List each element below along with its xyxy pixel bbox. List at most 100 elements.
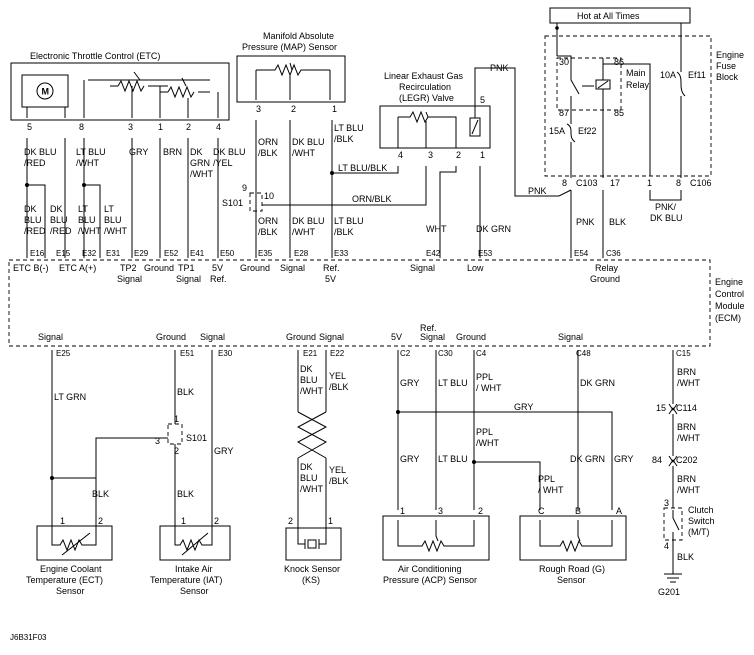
clutch-switch-icon [672,510,680,540]
ect-label-2: Temperature (ECT) [26,575,103,585]
svg-text:2: 2 [288,516,293,526]
svg-text:ORN: ORN [258,137,278,147]
svg-text:DK BLU: DK BLU [24,147,57,157]
svg-text:E42: E42 [426,249,441,258]
svg-text:10A: 10A [660,70,676,80]
fuse-block-label-2: Fuse [716,61,736,71]
svg-text:Ref.: Ref. [420,323,437,333]
svg-text:/BLK: /BLK [329,382,349,392]
svg-text:1: 1 [60,516,65,526]
svg-text:Ef11: Ef11 [688,70,706,80]
svg-text:E51: E51 [180,349,195,358]
fuse-block-label-1: Engine [716,50,744,60]
hot-at-all-times: Hot at All Times [577,11,640,21]
svg-text:E30: E30 [218,349,233,358]
clutch-label-3: (M/T) [688,527,710,537]
svg-text:PNK: PNK [576,217,595,227]
clutch-label-2: Switch [688,516,715,526]
ecm-label-1: Engine [715,277,743,287]
svg-text:BLU: BLU [300,375,318,385]
svg-text:BLU: BLU [104,215,122,225]
svg-text:2: 2 [98,516,103,526]
svg-text:Ground: Ground [144,263,174,273]
svg-text:C106: C106 [690,178,712,188]
fuse-ef11-icon [676,71,686,97]
svg-text:C4: C4 [476,349,487,358]
acp-potentiometer-icon [397,520,475,553]
main-relay-label-2: Relay [626,80,650,90]
svg-text:2: 2 [456,150,461,160]
svg-text:15: 15 [656,403,666,413]
svg-text:BLK: BLK [177,489,194,499]
svg-text:/WHT: /WHT [677,378,700,388]
svg-text:/ WHT: / WHT [476,383,502,393]
svg-text:Low: Low [467,263,484,273]
svg-text:1: 1 [480,150,485,160]
svg-text:PPL: PPL [538,474,555,484]
svg-text:E35: E35 [258,249,273,258]
relay-switch-icon [570,64,604,110]
legr-pins: 4 3 2 1 [398,150,485,160]
fuse-ef22-icon [566,123,576,143]
iat-label-3: Sensor [180,586,209,596]
ecm-top-signals: ETC B(-) ETC A(+) TP2 Signal Ground TP1 … [13,263,620,284]
svg-text:Signal: Signal [117,274,142,284]
svg-text:4: 4 [398,150,403,160]
tp1-potentiometer-icon [167,85,195,99]
svg-text:Signal: Signal [420,332,445,342]
svg-text:GRY: GRY [400,454,419,464]
svg-text:85: 85 [614,108,624,118]
fuse-block-outline [544,35,712,177]
svg-text:Signal: Signal [176,274,201,284]
svg-text:1: 1 [647,178,652,188]
svg-text:DK: DK [24,204,37,214]
map-title-1: Manifold Absolute [263,31,334,41]
svg-text:DK BLU: DK BLU [650,213,683,223]
svg-text:GRY: GRY [129,147,148,157]
svg-text:/WHT: /WHT [292,227,315,237]
svg-text:/WHT: /WHT [76,158,99,168]
svg-text:ORN: ORN [258,216,278,226]
svg-text:E22: E22 [330,349,345,358]
clutch-label-1: Clutch [688,505,714,515]
svg-text:E50: E50 [220,249,235,258]
svg-text:Ground: Ground [156,332,186,342]
diagram-code: J6B31F03 [10,633,47,642]
svg-text:2: 2 [478,506,483,516]
knock-sensor-box [285,527,342,561]
svg-text:ETC A(+): ETC A(+) [59,263,96,273]
ground-icon [664,573,682,583]
svg-text:PPL: PPL [476,427,493,437]
rough-road-label-1: Rough Road (G) [539,564,605,574]
ect-label-1: Engine Coolant [40,564,102,574]
svg-text:1: 1 [400,506,405,516]
svg-text:PNK: PNK [528,186,547,196]
svg-text:LT BLU: LT BLU [76,147,106,157]
svg-text:E32: E32 [82,249,97,258]
svg-text:1: 1 [328,516,333,526]
svg-text:Signal: Signal [558,332,583,342]
svg-text:C15: C15 [676,349,691,358]
svg-text:/WHT: /WHT [78,226,101,236]
ect-sensor-box [36,525,113,561]
svg-text:Signal: Signal [200,332,225,342]
svg-text:LT BLU: LT BLU [438,378,468,388]
svg-text:Ground: Ground [240,263,270,273]
legr-title-2: Recirculation [399,82,451,92]
main-relay-label-1: Main [626,68,646,78]
ecm-bottom-signals: Signal Ground Signal Ground Signal 5V Re… [38,323,583,342]
svg-text:BLK: BLK [92,489,109,499]
svg-text:DK: DK [300,462,313,472]
svg-text:M: M [42,87,50,97]
svg-text:Signal: Signal [38,332,63,342]
svg-text:3: 3 [428,150,433,160]
svg-text:/WHT: /WHT [476,438,499,448]
svg-text:GRN: GRN [190,158,210,168]
connector-c114-icon [668,403,678,415]
legr-position-sensor-icon [397,110,457,148]
svg-text:DK GRN: DK GRN [570,454,605,464]
svg-text:PNK/: PNK/ [655,202,677,212]
ecm-label-4: (ECM) [715,313,741,323]
svg-text:/RED: /RED [24,158,46,168]
svg-text:Signal: Signal [410,263,435,273]
